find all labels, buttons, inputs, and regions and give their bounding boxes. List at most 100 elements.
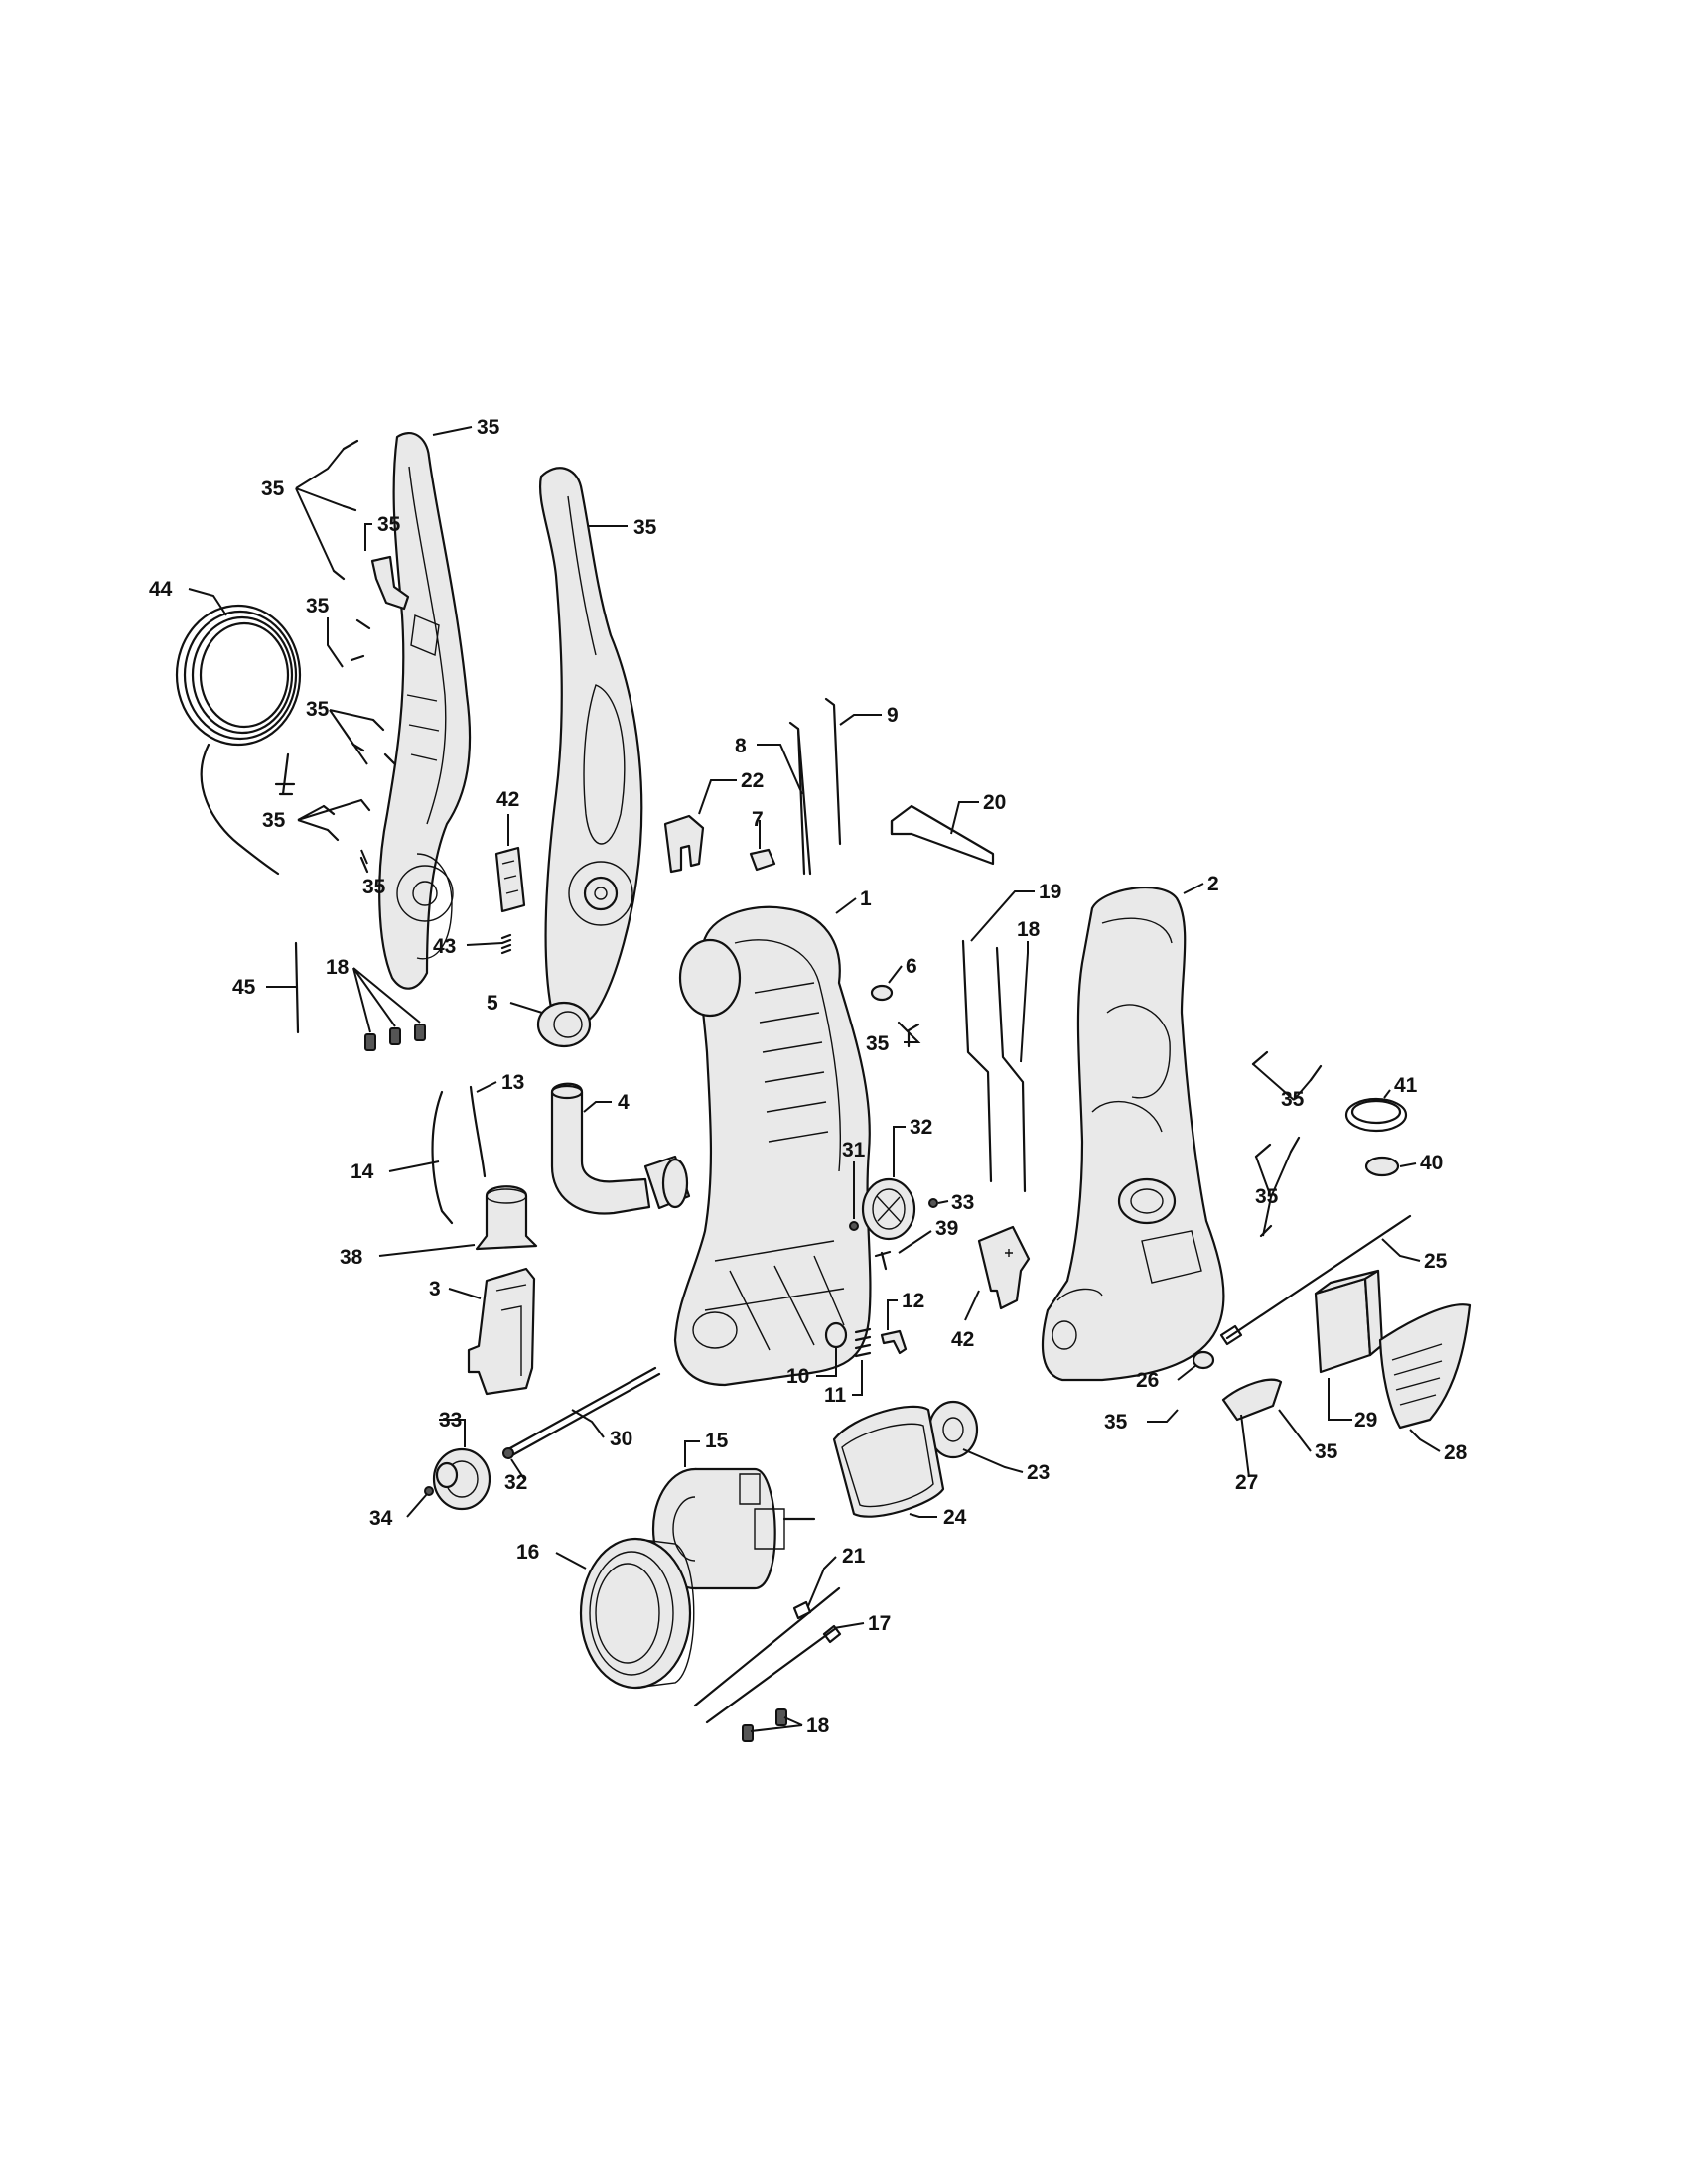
callout-35-a: 35 [261, 478, 285, 500]
part-plate-21 [890, 804, 995, 866]
part-elbow-hose [550, 1082, 691, 1215]
part-nut-32-right [849, 1221, 859, 1231]
part-rod-47 [294, 941, 300, 1034]
callout-22: 21 [842, 1545, 866, 1568]
callout-35-b: 35 [306, 595, 330, 617]
callout-6: 6 [906, 955, 917, 978]
callout-38: 40 [1420, 1152, 1443, 1174]
part-rod-20 [961, 939, 993, 1183]
part-bracket-3 [467, 1267, 536, 1396]
callout-labels: 35 35 35 35 44 35 35 35 35 42 43 45 18 5… [149, 416, 1468, 1737]
callout-20: 19 [1039, 881, 1061, 903]
callout-21: 20 [983, 791, 1006, 814]
callout-16: 16 [516, 1541, 539, 1564]
callout-34-left: 34 [369, 1507, 393, 1530]
part-button-7 [749, 848, 776, 872]
part-gasket-39 [1344, 1097, 1408, 1133]
callout-23: 22 [741, 769, 764, 792]
part-motor-15 [651, 1467, 816, 1590]
callout-4: 4 [618, 1091, 630, 1114]
part-clip-12 [880, 1329, 908, 1355]
callout-43: 35 [377, 513, 401, 536]
callout-26: 25 [1424, 1250, 1448, 1273]
part-nut-32-left [502, 1447, 514, 1459]
callout-3: 3 [429, 1278, 441, 1300]
part-washer-6 [870, 984, 894, 1002]
callout-25: 24 [943, 1506, 967, 1529]
callout-14: 14 [351, 1160, 374, 1183]
part-tube-14 [431, 1090, 454, 1225]
callout-5: 5 [487, 992, 498, 1015]
part-pin-37 [874, 1250, 892, 1271]
part-main-housing [673, 905, 872, 1387]
callout-31: 30 [610, 1428, 632, 1450]
callout-27: 26 [1136, 1369, 1159, 1392]
part-screws-18-bottom [742, 1708, 787, 1742]
callout-35-h: 35 [1255, 1185, 1279, 1208]
part-nut-34-left [424, 1486, 434, 1496]
part-spring-11 [854, 1327, 872, 1358]
callout-35-d: 35 [262, 809, 286, 832]
callout-30: 29 [1354, 1409, 1377, 1432]
callout-17: 17 [868, 1612, 891, 1635]
callout-42: 35 [477, 416, 500, 439]
callout-44: 42 [496, 788, 519, 811]
part-axle-34-right [928, 1198, 938, 1208]
part-tie-22 [693, 1586, 841, 1707]
callout-35-f: 35 [866, 1032, 890, 1055]
part-motor-ring-16 [579, 1537, 695, 1690]
part-rear-housing [1041, 887, 1225, 1382]
callout-36: 38 [340, 1246, 363, 1269]
callout-35-c: 35 [306, 698, 330, 721]
part-rear-handle [378, 432, 472, 990]
callout-10: 10 [786, 1365, 809, 1388]
callout-13: 13 [501, 1071, 524, 1094]
part-axle-31 [506, 1366, 661, 1457]
callout-1: 1 [860, 887, 872, 910]
part-clip [370, 555, 410, 611]
part-spring-45 [500, 933, 512, 955]
part-tube-13 [469, 1085, 487, 1178]
callout-39: 41 [1394, 1074, 1418, 1097]
part-tie-17 [705, 1624, 842, 1724]
callout-18-bottom: 18 [806, 1714, 830, 1737]
callout-45: 43 [433, 935, 456, 958]
part-latch-23 [663, 814, 705, 874]
callout-47: 45 [232, 976, 256, 999]
part-switch [494, 846, 526, 913]
part-wheel-33-right [861, 1177, 916, 1241]
part-rod-26 [1219, 1214, 1412, 1346]
callout-7: 7 [752, 808, 764, 831]
part-grille-29 [1378, 1303, 1472, 1430]
leader-lines [188, 426, 1441, 1732]
callout-33-right: 32 [910, 1116, 932, 1139]
part-cap-10 [824, 1321, 848, 1349]
callout-41: 35 [633, 516, 657, 539]
part-filter-30 [1314, 1269, 1384, 1374]
part-pedal-28 [1221, 1378, 1283, 1422]
callout-35-g: 35 [1281, 1088, 1305, 1111]
callout-34-right: 33 [951, 1191, 974, 1214]
callout-19: 18 [1017, 918, 1041, 941]
callout-28: 27 [1235, 1471, 1258, 1494]
part-rod-8 [788, 721, 812, 876]
part-disk-24 [927, 1400, 979, 1459]
callout-24: 23 [1027, 1461, 1050, 1484]
part-cup-36 [475, 1185, 538, 1251]
callout-35-j: 35 [1315, 1440, 1338, 1463]
callout-32-right: 31 [842, 1139, 866, 1161]
callout-9: 9 [887, 704, 899, 727]
part-front-handle [539, 467, 643, 1028]
part-filter-sleeve-25 [832, 1405, 945, 1518]
part-power-cord [175, 604, 302, 876]
part-knob-27 [1192, 1350, 1215, 1370]
callout-8: 8 [735, 735, 747, 757]
callout-33-left: 33 [439, 1409, 462, 1432]
part-wheel-33-left [432, 1447, 491, 1511]
callout-35-e: 35 [362, 876, 386, 898]
callout-15: 15 [705, 1430, 729, 1452]
part-rod-9 [824, 697, 842, 846]
callout-18-top: 18 [326, 956, 350, 979]
part-filter-card-40 [977, 1225, 1031, 1310]
